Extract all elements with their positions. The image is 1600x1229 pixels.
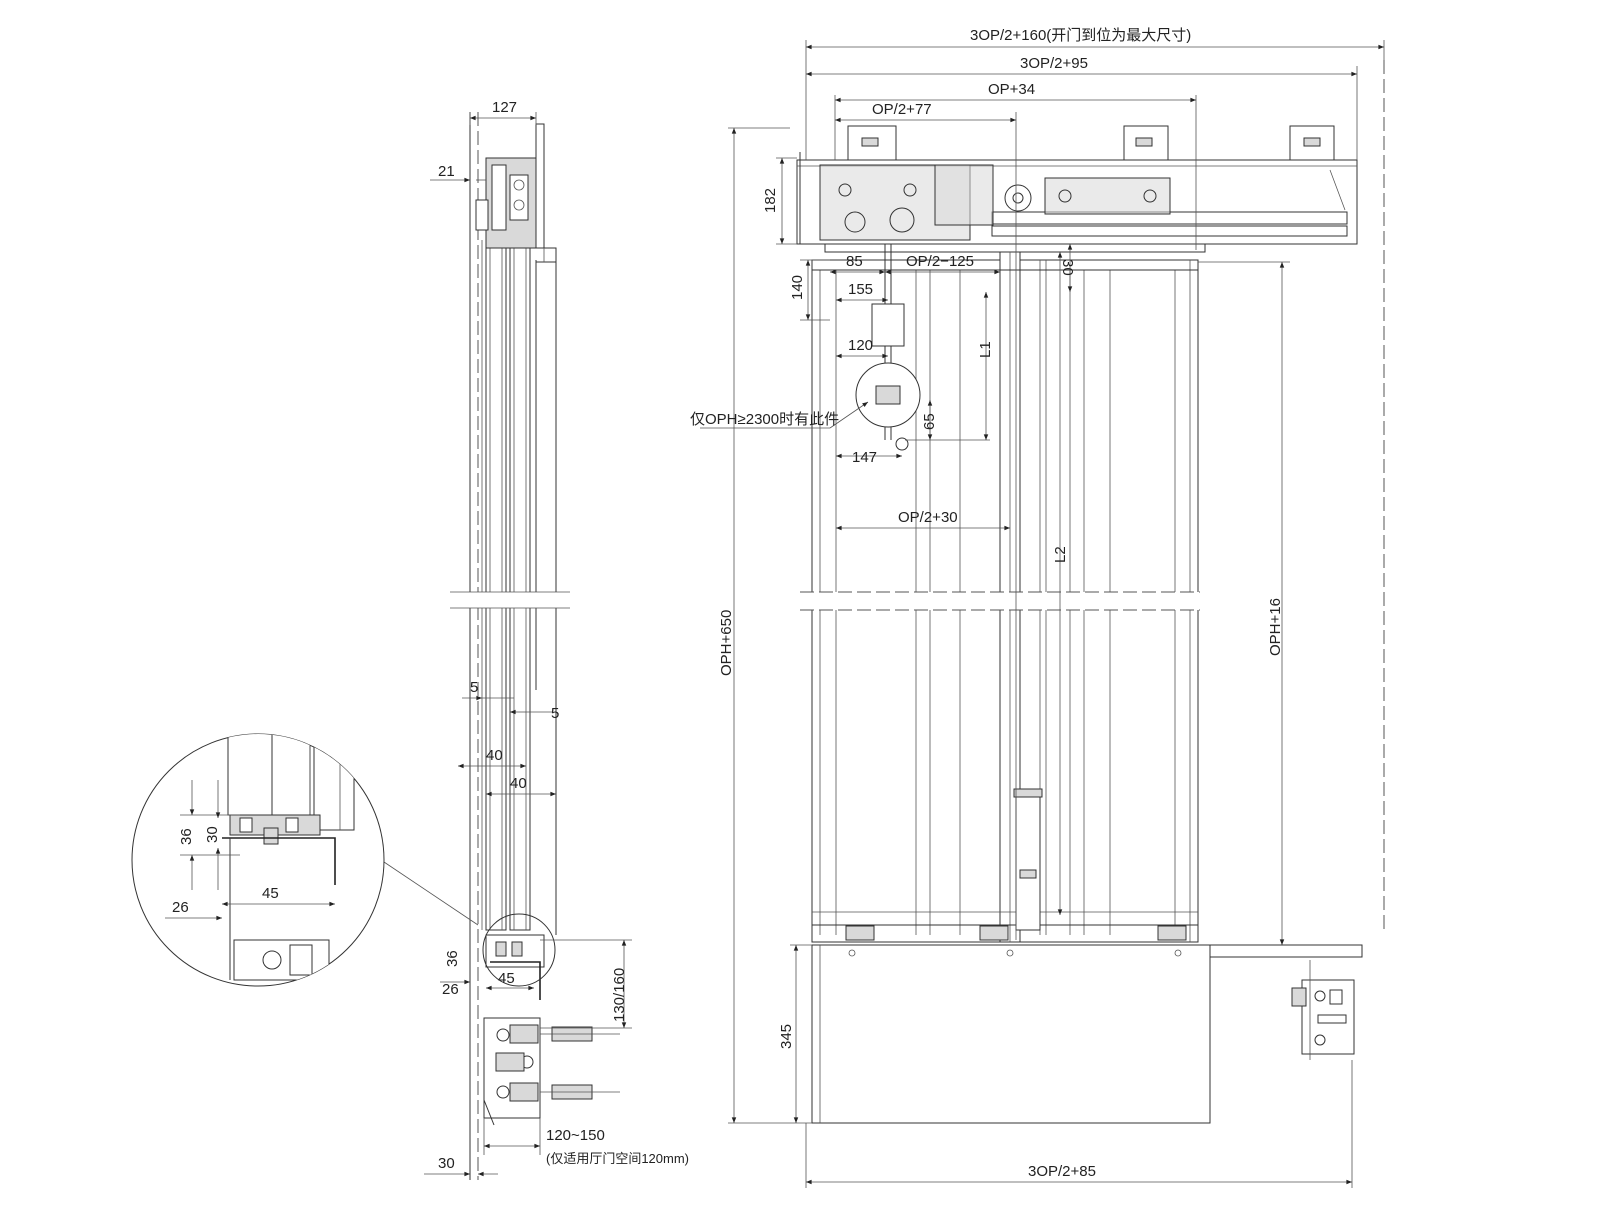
sill-detail-callout: 36 30 26 45 (131, 733, 479, 987)
dim-5b: 5 (551, 705, 559, 722)
dim-140: 140 (789, 275, 806, 300)
dim-85: 85 (846, 253, 863, 270)
dim-65: 65 (921, 413, 938, 430)
dim-oph-650: OPH+650 (718, 610, 735, 676)
dim-half-op-77: OP/2+77 (872, 101, 932, 118)
dim-30-bottom: 30 (438, 1155, 455, 1172)
detail-dim-26: 26 (172, 899, 189, 916)
detail-dim-36: 36 (178, 828, 195, 845)
dim-l1: L1 (977, 341, 994, 358)
dim-bottom-length: 3OP/2+85 (1028, 1163, 1096, 1180)
dim-oph-16: OPH+16 (1267, 598, 1284, 656)
dim-half-op-125: OP/2−125 (906, 253, 974, 270)
dim-36: 36 (444, 950, 461, 967)
dim-21: 21 (438, 163, 455, 180)
dim-155: 155 (848, 281, 873, 298)
dim-5a: 5 (470, 679, 478, 696)
dim-182: 182 (762, 188, 779, 213)
bracket-note: (仅适用厅门空间120mm) (546, 1151, 689, 1166)
side-view (450, 112, 620, 1180)
dim-120: 120 (848, 337, 873, 354)
dim-half-op-30: OP/2+30 (898, 509, 958, 526)
dim-header-length: 3OP/2+95 (1020, 55, 1088, 72)
oph-note: 仅OPH≥2300时有此件 (690, 411, 839, 428)
dim-147: 147 (852, 449, 877, 466)
front-view-dimensions: 3OP/2+160(开门到位为最大尺寸) 3OP/2+95 OP+34 OP/2… (690, 27, 1385, 1188)
dim-26: 26 (442, 981, 459, 998)
detail-dim-30: 30 (204, 826, 221, 843)
dim-40b: 40 (510, 775, 527, 792)
dim-127: 127 (492, 99, 517, 116)
dim-345: 345 (778, 1024, 795, 1049)
dim-40a: 40 (486, 747, 503, 764)
dim-op-34: OP+34 (988, 81, 1035, 98)
detail-dim-45: 45 (262, 885, 279, 902)
dim-45: 45 (498, 970, 515, 987)
dim-overall-max: 3OP/2+160(开门到位为最大尺寸) (970, 27, 1191, 44)
side-view-dimensions: 127 21 5 5 40 40 36 26 45 130/160 120~15… (424, 99, 689, 1177)
dim-120-150: 120~150 (546, 1127, 605, 1144)
dim-l2: L2 (1052, 546, 1069, 563)
dim-30: 30 (1059, 259, 1076, 276)
front-view (796, 60, 1385, 1124)
dim-130-160: 130/160 (611, 968, 628, 1022)
